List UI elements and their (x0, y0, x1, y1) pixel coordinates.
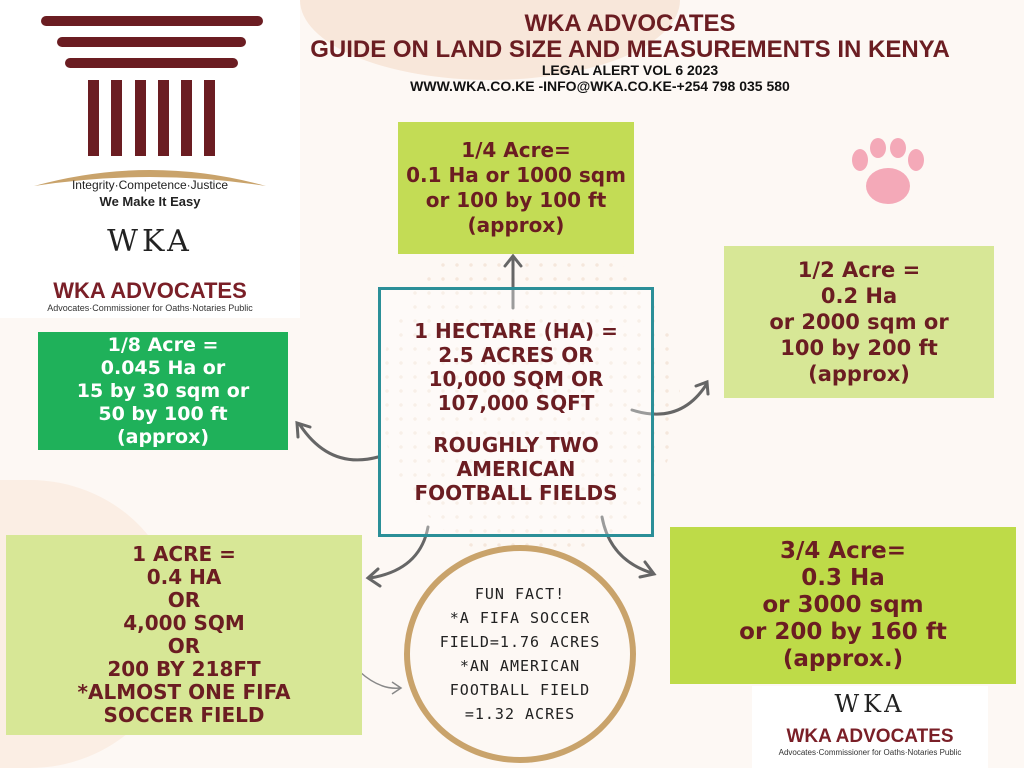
logo-panel-small: WKA WKA ADVOCATES Advocates·Commissioner… (752, 686, 988, 768)
logo-bar (41, 16, 263, 26)
hectare-box: 1 HECTARE (HA) = 2.5 ACRES OR 10,000 SQM… (378, 287, 654, 537)
logo-pillar (111, 80, 122, 156)
logo-firm-name: WKA ADVOCATES (786, 726, 954, 747)
header-firm: WKA ADVOCATES (524, 10, 736, 37)
box-line: 200 BY 218FT (107, 657, 261, 681)
box-line: 1/4 Acre= (461, 138, 571, 162)
box-line: (approx) (467, 213, 565, 237)
box-line: (approx.) (782, 646, 904, 672)
page-title: GUIDE ON LAND SIZE AND MEASUREMENTS IN K… (310, 36, 950, 63)
logo-pillar (88, 80, 99, 156)
box-line: FUN FACT! (474, 585, 566, 603)
box-line: 4,000 SQM (123, 611, 245, 635)
box-line: or 200 by 160 ft (739, 619, 947, 645)
box-line: SOCCER FIELD (103, 703, 265, 727)
fun-fact-circle: FUN FACT! *A FIFA SOCCER FIELD=1.76 ACRE… (404, 545, 636, 763)
box-line: 0.2 Ha (820, 284, 898, 308)
box-line: or 2000 sqm or (769, 310, 949, 334)
box-line: =1.32 ACRES (464, 705, 576, 723)
logo-bar (57, 37, 246, 47)
logo-signature: WKA (107, 224, 193, 259)
box-line: AMERICAN (456, 457, 576, 481)
box-line: FIELD=1.76 ACRES (439, 633, 601, 651)
logo-pillar (181, 80, 192, 156)
box-line: 2.5 ACRES OR (438, 343, 594, 367)
logo-pillar (158, 80, 169, 156)
box-line: FOOTBALL FIELDS (414, 481, 618, 505)
logo-pillar (204, 80, 215, 156)
logo-arc (34, 170, 266, 186)
one-acre-box: 1 ACRE = 0.4 HA OR 4,000 SQM OR 200 BY 2… (6, 535, 362, 735)
logo-signature: WKA (834, 690, 906, 718)
box-line: 1/8 Acre = (107, 333, 219, 356)
quarter-acre-box: 1/4 Acre= 0.1 Ha or 1000 sqm or 100 by 1… (398, 122, 634, 254)
box-line: 3/4 Acre= (779, 538, 907, 564)
eighth-acre-box: 1/8 Acre = 0.045 Ha or 15 by 30 sqm or 5… (38, 332, 288, 450)
logo-panel: Integrity·Competence·Justice We Make It … (0, 0, 300, 318)
box-line: 0.4 HA (146, 565, 222, 589)
box-line: or 3000 sqm (762, 592, 924, 618)
header-contact: WWW.WKA.CO.KE -INFO@WKA.CO.KE-+254 798 0… (410, 78, 790, 94)
box-line: 10,000 SQM OR (428, 367, 604, 391)
box-line: FOOTBALL FIELD (449, 681, 591, 699)
box-line: (approx) (808, 362, 910, 386)
box-line: 107,000 SQFT (437, 391, 595, 415)
logo-firm-name: WKA ADVOCATES (53, 278, 247, 303)
box-line: 1 ACRE = (132, 542, 236, 566)
logo-bar (65, 58, 238, 68)
box-line: 1/2 Acre = (797, 258, 921, 282)
box-line: or 100 by 100 ft (425, 188, 607, 212)
dot-pattern (380, 230, 680, 560)
box-line: *A FIFA SOCCER (449, 609, 591, 627)
half-acre-box: 1/2 Acre = 0.2 Ha or 2000 sqm or 100 by … (724, 246, 994, 398)
box-line: ROUGHLY TWO (433, 433, 599, 457)
logo-services: Advocates·Commissioner for Oaths·Notarie… (47, 303, 253, 313)
box-line: *ALMOST ONE FIFA (77, 680, 291, 704)
logo-services: Advocates·Commissioner for Oaths·Notarie… (778, 748, 962, 757)
box-line: OR (167, 634, 201, 658)
box-line: 15 by 30 sqm or (76, 379, 250, 402)
box-line: 0.1 Ha or 1000 sqm (406, 163, 626, 187)
logo-pillar (135, 80, 146, 156)
box-line: 50 by 100 ft (98, 402, 228, 425)
box-line: *AN AMERICAN (459, 657, 581, 675)
box-line: 0.3 Ha (801, 565, 885, 591)
logo-motto: Integrity·Competence·Justice (71, 178, 229, 192)
box-line: 0.045 Ha or (100, 356, 226, 379)
header-subtitle: LEGAL ALERT VOL 6 2023 (541, 62, 719, 78)
box-line: 100 by 200 ft (780, 336, 938, 360)
paw-icon (852, 138, 924, 204)
box-line: (approx) (116, 425, 210, 448)
logo-tagline: We Make It Easy (99, 194, 201, 209)
box-line: 1 HECTARE (HA) = (414, 319, 618, 343)
box-line: OR (167, 588, 201, 612)
three-quarter-acre-box: 3/4 Acre= 0.3 Ha or 3000 sqm or 200 by 1… (670, 527, 1016, 684)
